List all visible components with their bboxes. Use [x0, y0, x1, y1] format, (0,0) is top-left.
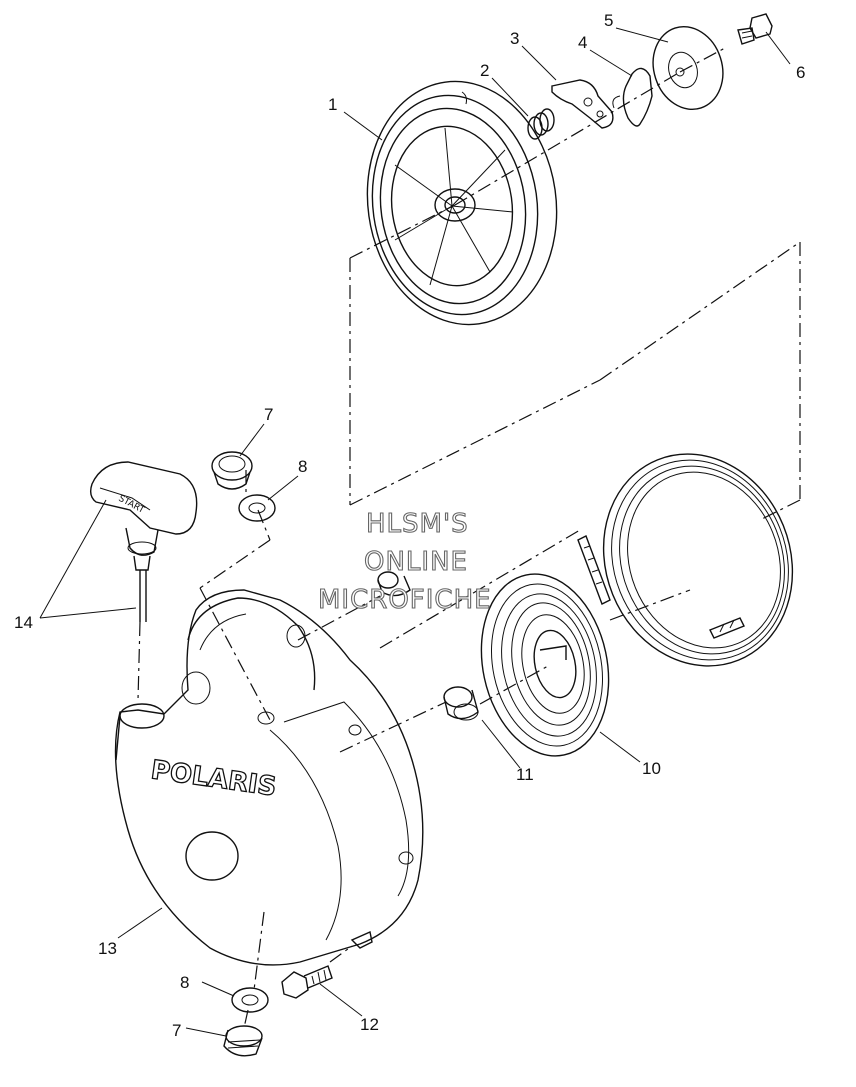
handle-start-text: START: [117, 494, 147, 516]
brand-polaris-text: POLARIS: [149, 755, 278, 802]
callout-7-upper: 7: [264, 405, 273, 424]
watermark: HLSM'S ONLINE MICROFICHE: [317, 508, 492, 615]
callout-3: 3: [510, 29, 519, 48]
callout-14: 14: [14, 613, 33, 632]
callout-10: 10: [642, 759, 661, 778]
part-12-bolt: [281, 965, 333, 999]
callout-13: 13: [98, 939, 117, 958]
leader-lines: [39, 27, 791, 1037]
callout-1: 1: [328, 95, 337, 114]
callout-11: 11: [516, 765, 534, 784]
part-1-pulley: [366, 80, 558, 326]
callout-labels: 1 2 3 4 5 6 7 8 14 10 11 13 8 7 12: [14, 11, 805, 1040]
callout-8-lower: 8: [180, 973, 189, 992]
watermark-line-2: ONLINE: [364, 547, 468, 577]
part-3-pawl: [551, 79, 614, 129]
callout-2: 2: [480, 61, 489, 80]
watermark-line-1: HLSM'S: [366, 509, 469, 539]
part-2-spring: [527, 108, 555, 140]
part-7-plug-upper: [211, 451, 253, 490]
part-bushing-small: [377, 571, 411, 597]
callout-8-upper: 8: [298, 457, 307, 476]
callout-12: 12: [360, 1015, 379, 1034]
watermark-line-3: MICROFICHE: [318, 585, 492, 615]
part-9-rope-coil: [577, 453, 794, 667]
part-8-washer-lower: [231, 987, 269, 1013]
part-10-recoil-spring: [480, 573, 610, 757]
part-6-bolt: [737, 13, 773, 45]
part-7-plug-lower: [223, 1025, 263, 1057]
part-5-washer-plate: [652, 25, 724, 111]
callout-7-lower: 7: [172, 1021, 181, 1040]
callout-6: 6: [796, 63, 805, 82]
part-14-start-handle: START: [89, 461, 198, 622]
callout-4: 4: [578, 33, 587, 52]
part-8-washer-upper: [238, 494, 276, 522]
part-4-clip: [612, 67, 653, 127]
assembly-centerlines: [137, 47, 801, 1029]
callout-5: 5: [604, 11, 613, 30]
part-11-bushing: [443, 686, 479, 721]
